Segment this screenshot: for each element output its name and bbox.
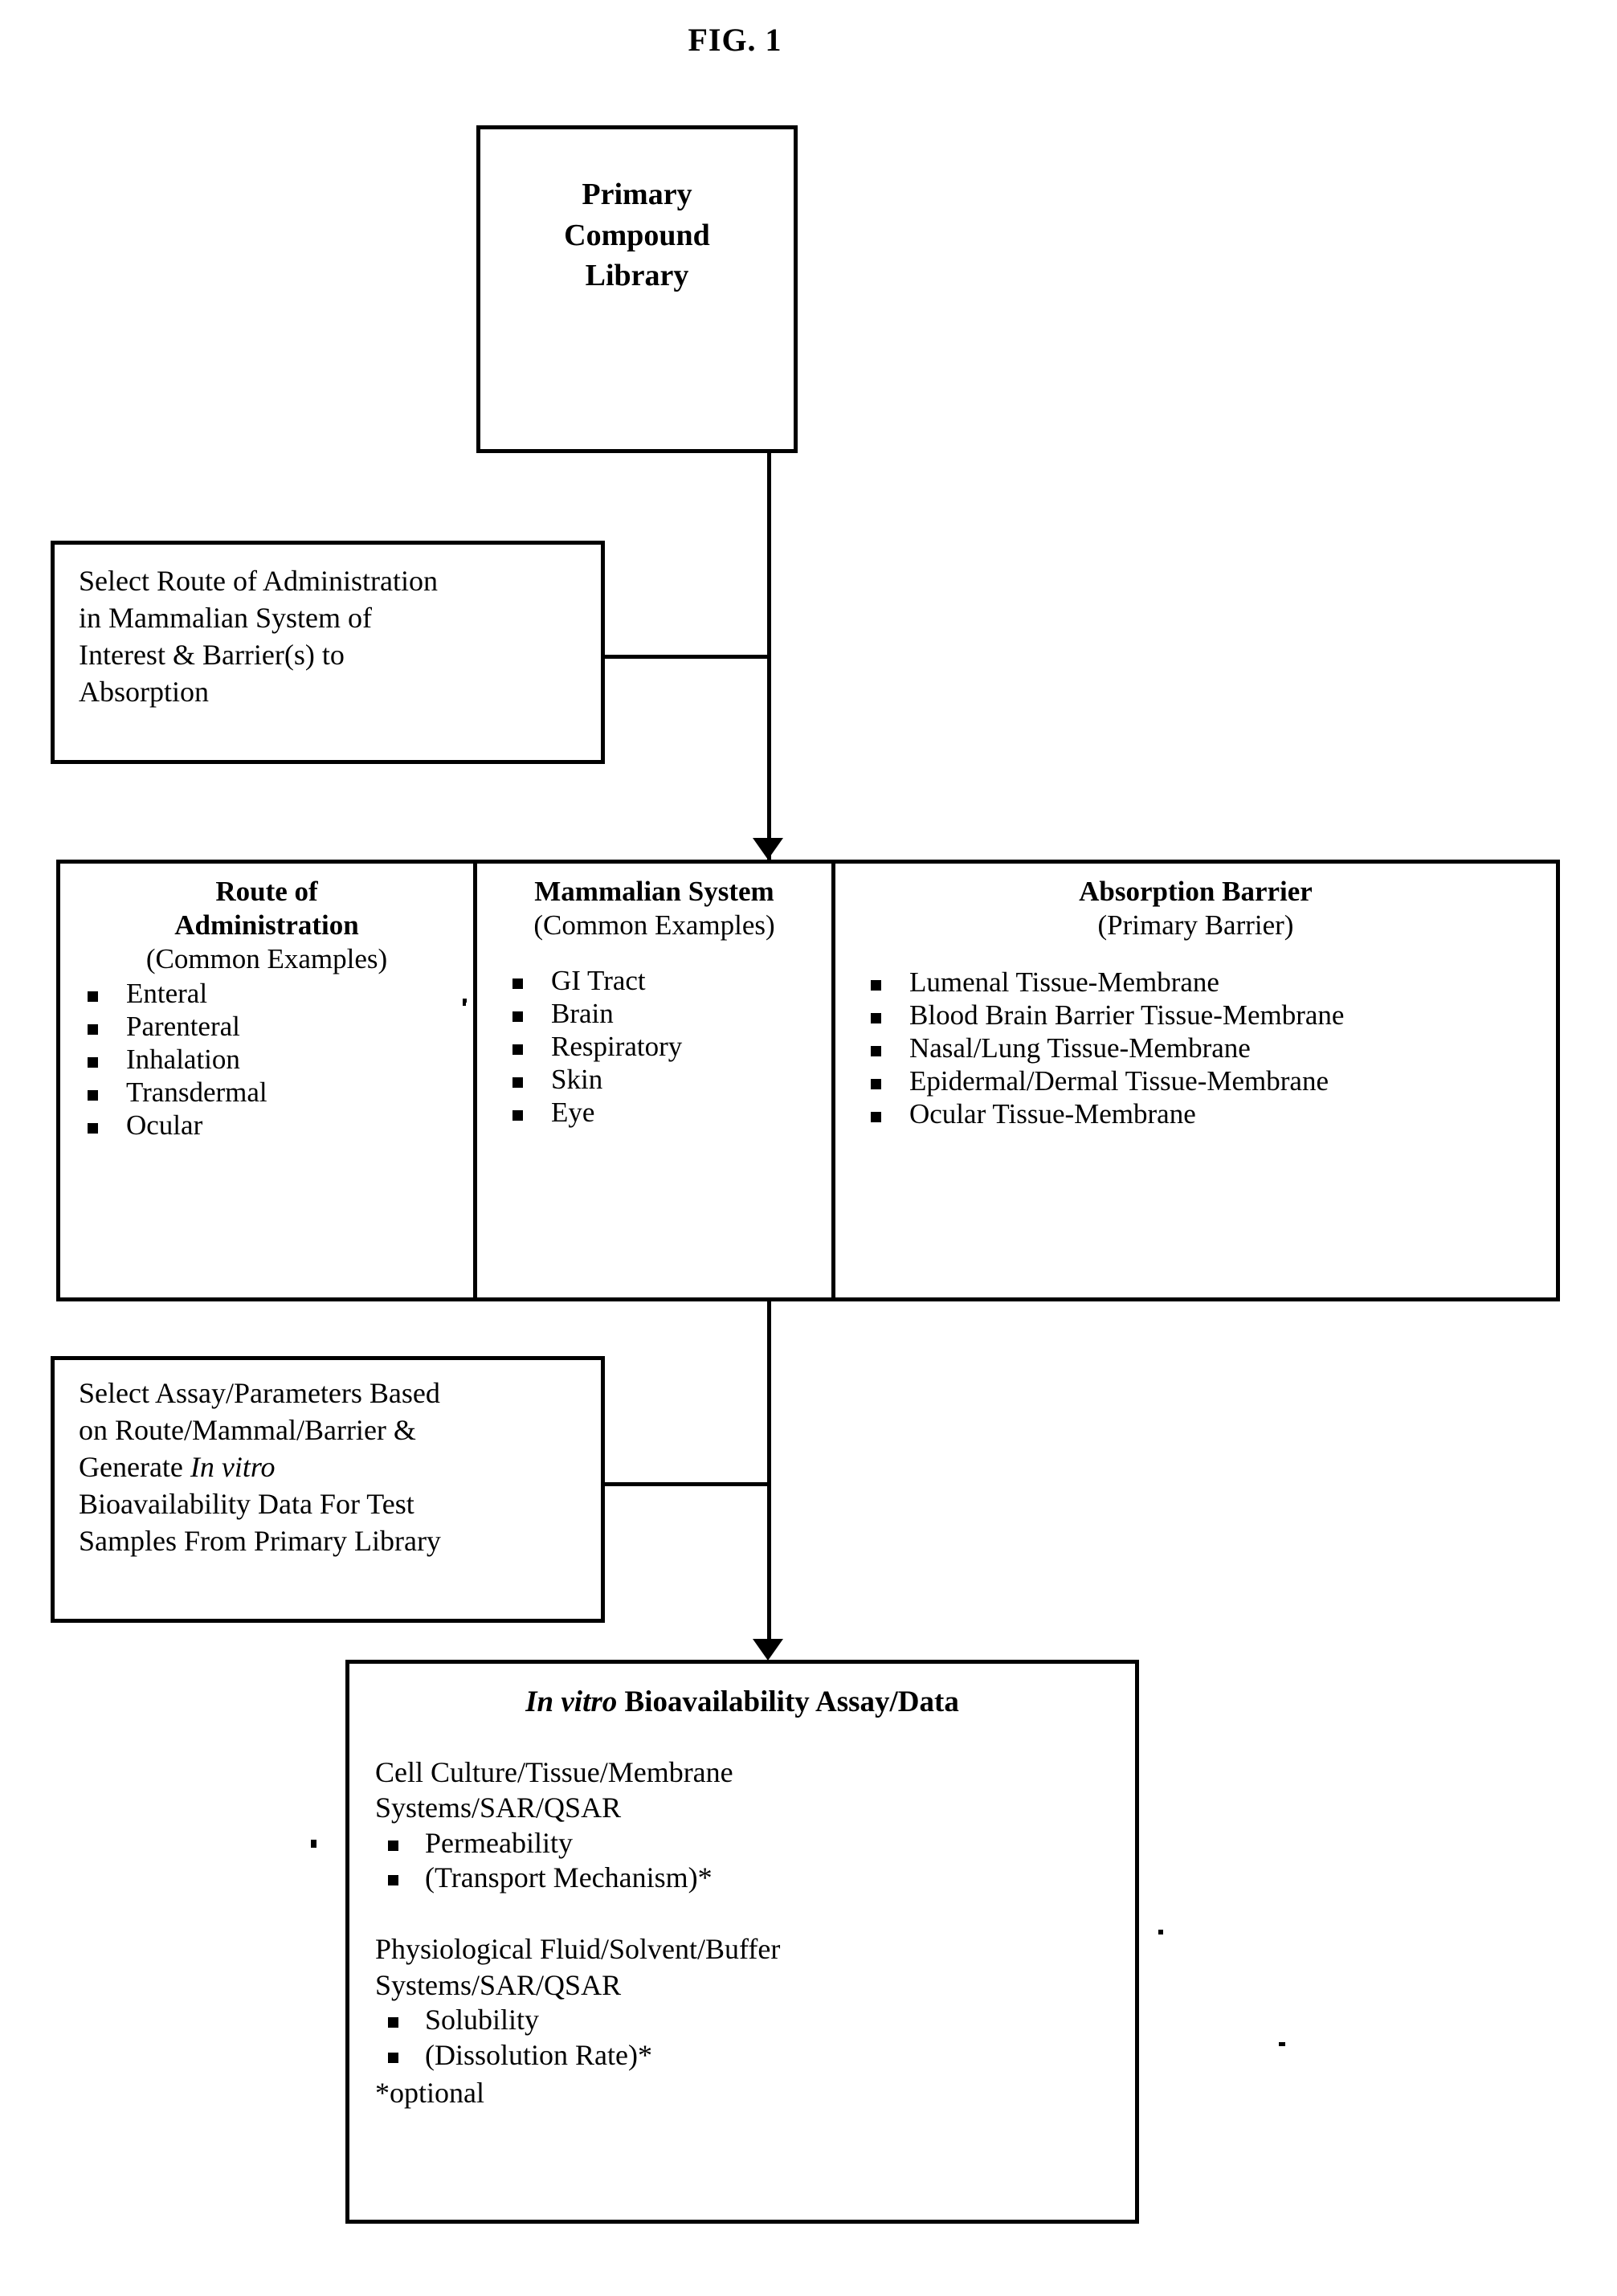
assay-data-footnote-optional: *optional [375, 2076, 484, 2109]
select-route-line-4: Absorption [79, 676, 209, 709]
box-primary-compound-library: Primary Compound Library [476, 125, 798, 453]
select-assay-line-2: on Route/Mammal/Barrier & [79, 1414, 416, 1447]
assay-data-group2-line-2: Systems/SAR/QSAR [375, 1968, 622, 2001]
list-cell-culture-measures: Permeability (Transport Mechanism)* [375, 1826, 1135, 1897]
select-assay-line-3: Generate In vitro [79, 1448, 601, 1485]
column-header-barrier: Absorption Barrier (Primary Barrier) [835, 875, 1556, 942]
column-header-mammalian: Mammalian System (Common Examples) [477, 875, 831, 942]
assay-data-group1-line-2: Systems/SAR/QSAR [375, 1791, 622, 1824]
list-physiological-fluid-measures: Solubility (Dissolution Rate)* [375, 2003, 1135, 2073]
scan-speck [1279, 2042, 1285, 2046]
list-item: Solubility [375, 2003, 1135, 2038]
list-absorption-barriers: Lumenal Tissue-Membrane Blood Brain Barr… [855, 966, 1556, 1131]
list-item: Ocular Tissue-Membrane [855, 1098, 1556, 1131]
assay-data-group2-line-1: Physiological Fluid/Solvent/Buffer [375, 1933, 781, 1966]
scan-speck [463, 999, 467, 1003]
table-column-absorption-barrier: Absorption Barrier (Primary Barrier) Lum… [835, 864, 1556, 1297]
scan-speck [311, 1840, 316, 1848]
primary-library-line-2: Compound [564, 218, 710, 252]
list-item: GI Tract [496, 965, 831, 998]
table-column-mammalian-system: Mammalian System (Common Examples) GI Tr… [477, 864, 835, 1297]
arrowhead-into-assay-data [753, 1639, 783, 1661]
column-header-route-sub: (Common Examples) [145, 943, 388, 974]
select-route-line-3: Interest & Barrier(s) to [79, 639, 345, 672]
list-item: Enteral [71, 978, 473, 1011]
list-item: Eye [496, 1097, 831, 1130]
table-route-system-barrier: Route of Administration (Common Examples… [56, 860, 1560, 1301]
column-header-mammalian-line-1: Mammalian System [534, 876, 774, 907]
table-column-route-of-administration: Route of Administration (Common Examples… [60, 864, 477, 1297]
connector-table-to-assay-data [767, 1299, 771, 1651]
list-item: Brain [496, 998, 831, 1031]
assay-data-title: In vitro Bioavailability Assay/Data [349, 1664, 1135, 1719]
select-assay-line-1: Select Assay/Parameters Based [79, 1377, 440, 1409]
list-routes: Enteral Parenteral Inhalation Transderma… [71, 978, 473, 1142]
list-item: Permeability [375, 1826, 1135, 1861]
scan-speck [463, 1003, 466, 1006]
column-header-route-line-1: Route of [215, 876, 318, 907]
connector-select-assay-to-trunk [602, 1482, 771, 1486]
list-mammalian-systems: GI Tract Brain Respiratory Skin Eye [496, 965, 831, 1130]
primary-library-line-3: Library [585, 259, 689, 293]
list-item: Blood Brain Barrier Tissue-Membrane [855, 999, 1556, 1032]
box-select-assay-parameters: Select Assay/Parameters Based on Route/M… [51, 1356, 605, 1623]
box-in-vitro-bioavailability-assay-data: In vitro Bioavailability Assay/Data Cell… [345, 1660, 1139, 2224]
list-item: Epidermal/Dermal Tissue-Membrane [855, 1065, 1556, 1098]
column-header-mammalian-sub: (Common Examples) [533, 909, 775, 941]
select-assay-line-3-prefix: Generate [79, 1451, 190, 1484]
list-item: Transdermal [71, 1077, 473, 1109]
assay-data-group1-line-1: Cell Culture/Tissue/Membrane [375, 1756, 733, 1788]
select-assay-text: Select Assay/Parameters Based on Route/M… [55, 1360, 601, 1559]
list-item: (Transport Mechanism)* [375, 1861, 1135, 1896]
list-item: Nasal/Lung Tissue-Membrane [855, 1032, 1556, 1065]
assay-data-group-cell-culture: Cell Culture/Tissue/Membrane Systems/SAR… [375, 1755, 1135, 1896]
column-header-barrier-sub: (Primary Barrier) [1097, 909, 1294, 941]
assay-data-title-italic: In vitro [525, 1685, 618, 1718]
select-route-line-2: in Mammalian System of [79, 602, 372, 635]
list-item: Ocular [71, 1109, 473, 1142]
column-header-route-line-2: Administration [174, 909, 359, 941]
scan-speck [1158, 1930, 1163, 1934]
list-item: Parenteral [71, 1011, 473, 1044]
select-assay-line-3-italic: In vitro [190, 1451, 276, 1484]
select-assay-line-5: Samples From Primary Library [79, 1525, 441, 1558]
connector-select-route-to-trunk [602, 655, 771, 659]
list-item: Respiratory [496, 1031, 831, 1064]
select-assay-line-4: Bioavailability Data For Test [79, 1488, 414, 1521]
primary-library-text: Primary Compound Library [480, 129, 794, 296]
list-item: Lumenal Tissue-Membrane [855, 966, 1556, 999]
assay-data-body: Cell Culture/Tissue/Membrane Systems/SAR… [349, 1755, 1135, 2110]
column-header-barrier-line-1: Absorption Barrier [1079, 876, 1313, 907]
figure-label: FIG. 1 [688, 22, 782, 58]
assay-data-group-physiological-fluid: Physiological Fluid/Solvent/Buffer Syste… [375, 1931, 1135, 2110]
select-route-line-1: Select Route of Administration [79, 565, 438, 597]
column-header-route: Route of Administration (Common Examples… [60, 875, 473, 976]
assay-data-title-rest: Bioavailability Assay/Data [617, 1685, 959, 1718]
arrowhead-into-table [753, 838, 783, 860]
box-select-route-of-administration: Select Route of Administration in Mammal… [51, 541, 605, 764]
select-route-text: Select Route of Administration in Mammal… [55, 545, 601, 710]
primary-library-line-1: Primary [582, 178, 692, 211]
list-item: Skin [496, 1064, 831, 1097]
list-item: Inhalation [71, 1044, 473, 1077]
list-item: (Dissolution Rate)* [375, 2038, 1135, 2073]
